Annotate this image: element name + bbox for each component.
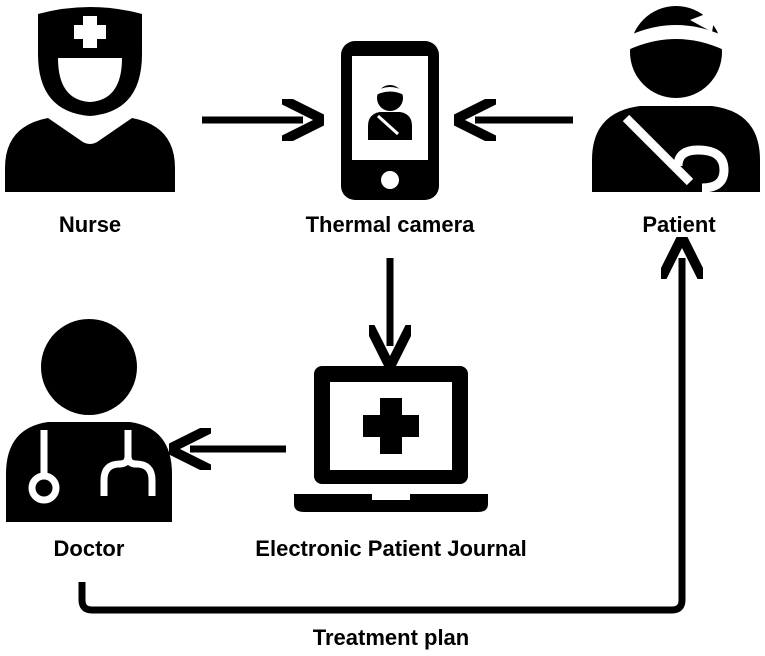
- arrow-doctor-to-patient: [78, 258, 682, 614]
- patient-icon: [592, 6, 760, 193]
- nurse-label: Nurse: [59, 212, 121, 237]
- patient-on-screen-icon: [368, 85, 412, 140]
- doctor-icon: [6, 319, 172, 522]
- thermal-camera-label: Thermal camera: [306, 212, 476, 237]
- journal-label: Electronic Patient Journal: [255, 536, 526, 561]
- doctor-label: Doctor: [54, 536, 125, 561]
- nurse-icon: [5, 7, 175, 192]
- treatment-plan-label: Treatment plan: [313, 625, 469, 650]
- laptop-icon: [294, 366, 488, 512]
- smartphone-icon: [341, 41, 439, 200]
- patient-label: Patient: [642, 212, 716, 237]
